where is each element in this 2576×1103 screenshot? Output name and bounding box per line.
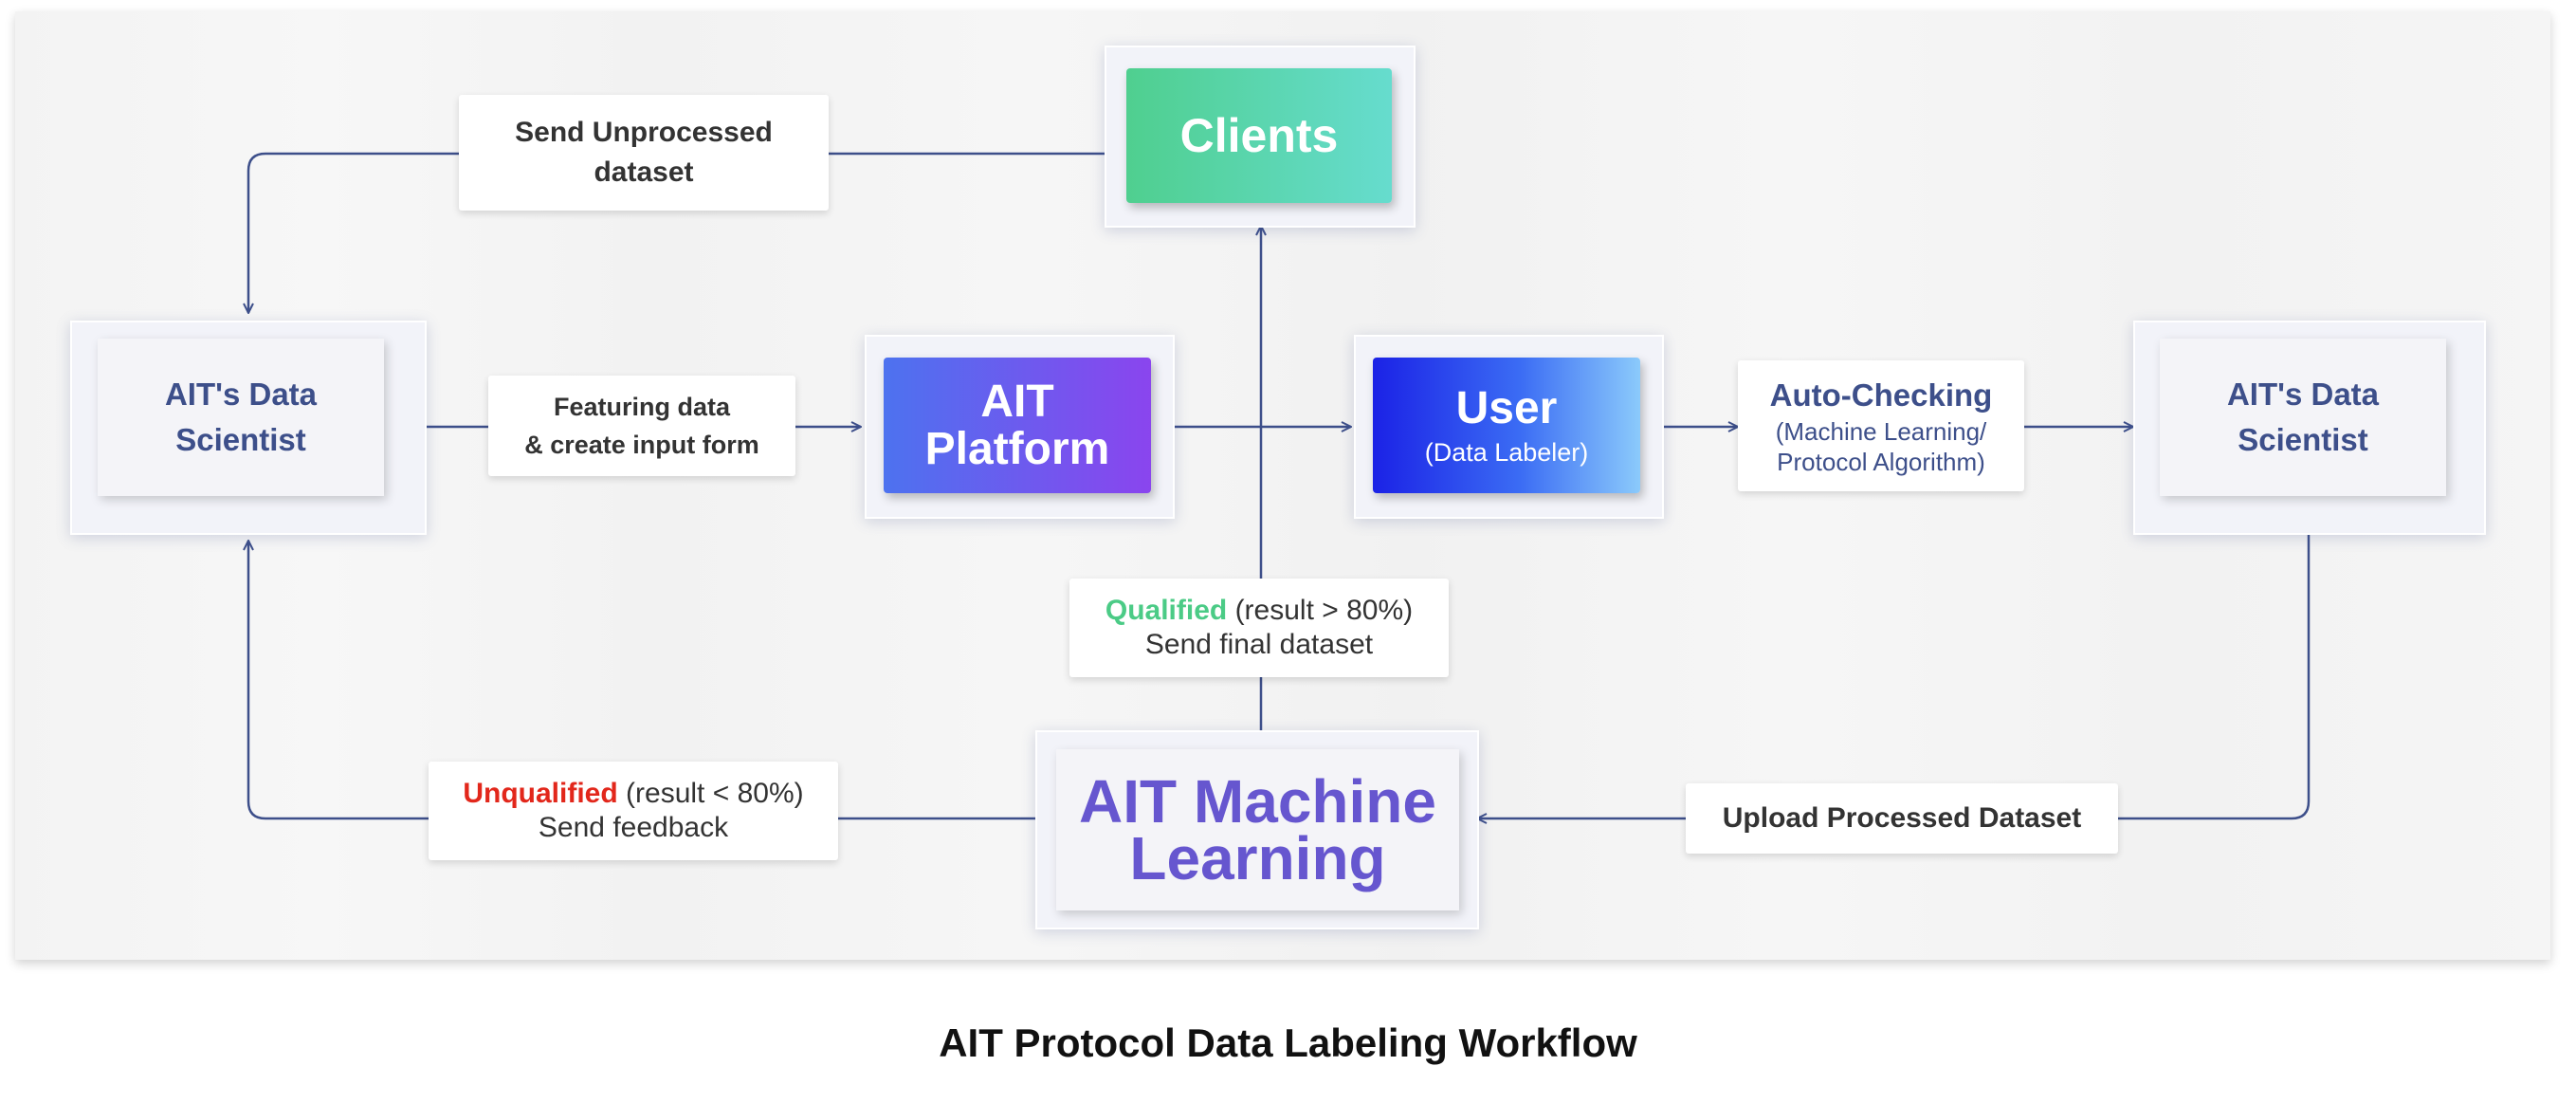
platform-box: AIT Platform <box>884 358 1151 493</box>
auto-checking-node: Auto-Checking (Machine Learning/ Protoco… <box>1738 360 2024 491</box>
unqualified-action: Send feedback <box>538 812 729 843</box>
edge-ml-to-scientist-left <box>248 541 1043 820</box>
scientist-right-line-1: AIT's Data <box>2226 377 2380 412</box>
scientist-left-box: AIT's Data Scientist <box>98 339 384 496</box>
machine-learning-box: AIT Machine Learning <box>1056 749 1459 910</box>
diagram-caption: AIT Protocol Data Labeling Workflow <box>939 1020 1637 1065</box>
clients-box: Clients <box>1126 68 1392 203</box>
unqualified-line-1: Unqualified (result < 80%) <box>463 777 803 811</box>
featuring-line-1: Featuring data <box>553 393 731 421</box>
qualified-line-1: Qualified (result > 80%) <box>1105 594 1413 628</box>
platform-line-1: AIT <box>980 376 1054 427</box>
send-unprocessed-line-1: Send Unprocessed <box>515 117 773 148</box>
machine-learning-line-1: AIT Machine <box>1079 767 1436 836</box>
auto-checking-sub-1: (Machine Learning/ <box>1775 417 1987 446</box>
scientist-left-line-2: Scientist <box>175 422 306 457</box>
upload-text: Upload Processed Dataset <box>1722 802 2082 834</box>
qualified-condition: (result > 80%) <box>1234 595 1414 626</box>
scientist-right-line-2: Scientist <box>2238 422 2368 457</box>
user-box: User (Data Labeler) <box>1373 358 1640 493</box>
edge-scientist-right-to-ml <box>1477 531 2311 818</box>
unqualified-status: Unqualified <box>463 778 618 809</box>
auto-checking-title: Auto-Checking <box>1769 377 1993 413</box>
featuring-line-2: & create input form <box>524 431 759 459</box>
platform-line-2: Platform <box>924 423 1110 474</box>
featuring-label: Featuring data & create input form <box>488 376 795 476</box>
edge-clients-to-scientist-left <box>248 152 1128 313</box>
auto-checking-sub-2: Protocol Algorithm) <box>1777 448 1985 476</box>
scientist-left-line-1: AIT's Data <box>164 377 318 412</box>
upload-label: Upload Processed Dataset <box>1686 783 2118 854</box>
qualified-label: Qualified (result > 80%) Send final data… <box>1069 579 1449 677</box>
send-unprocessed-label: Send Unprocessed dataset <box>459 95 829 211</box>
qualified-status: Qualified <box>1105 595 1228 626</box>
qualified-action: Send final dataset <box>1144 629 1374 660</box>
clients-label: Clients <box>1179 109 1339 162</box>
send-unprocessed-line-2: dataset <box>594 156 694 188</box>
user-subtitle: (Data Labeler) <box>1424 437 1589 467</box>
unqualified-condition: (result < 80%) <box>626 778 804 809</box>
scientist-right-box: AIT's Data Scientist <box>2160 339 2446 496</box>
machine-learning-line-2: Learning <box>1129 824 1386 892</box>
unqualified-label: Unqualified (result < 80%) Send feedback <box>429 762 838 860</box>
user-title: User <box>1455 382 1558 433</box>
